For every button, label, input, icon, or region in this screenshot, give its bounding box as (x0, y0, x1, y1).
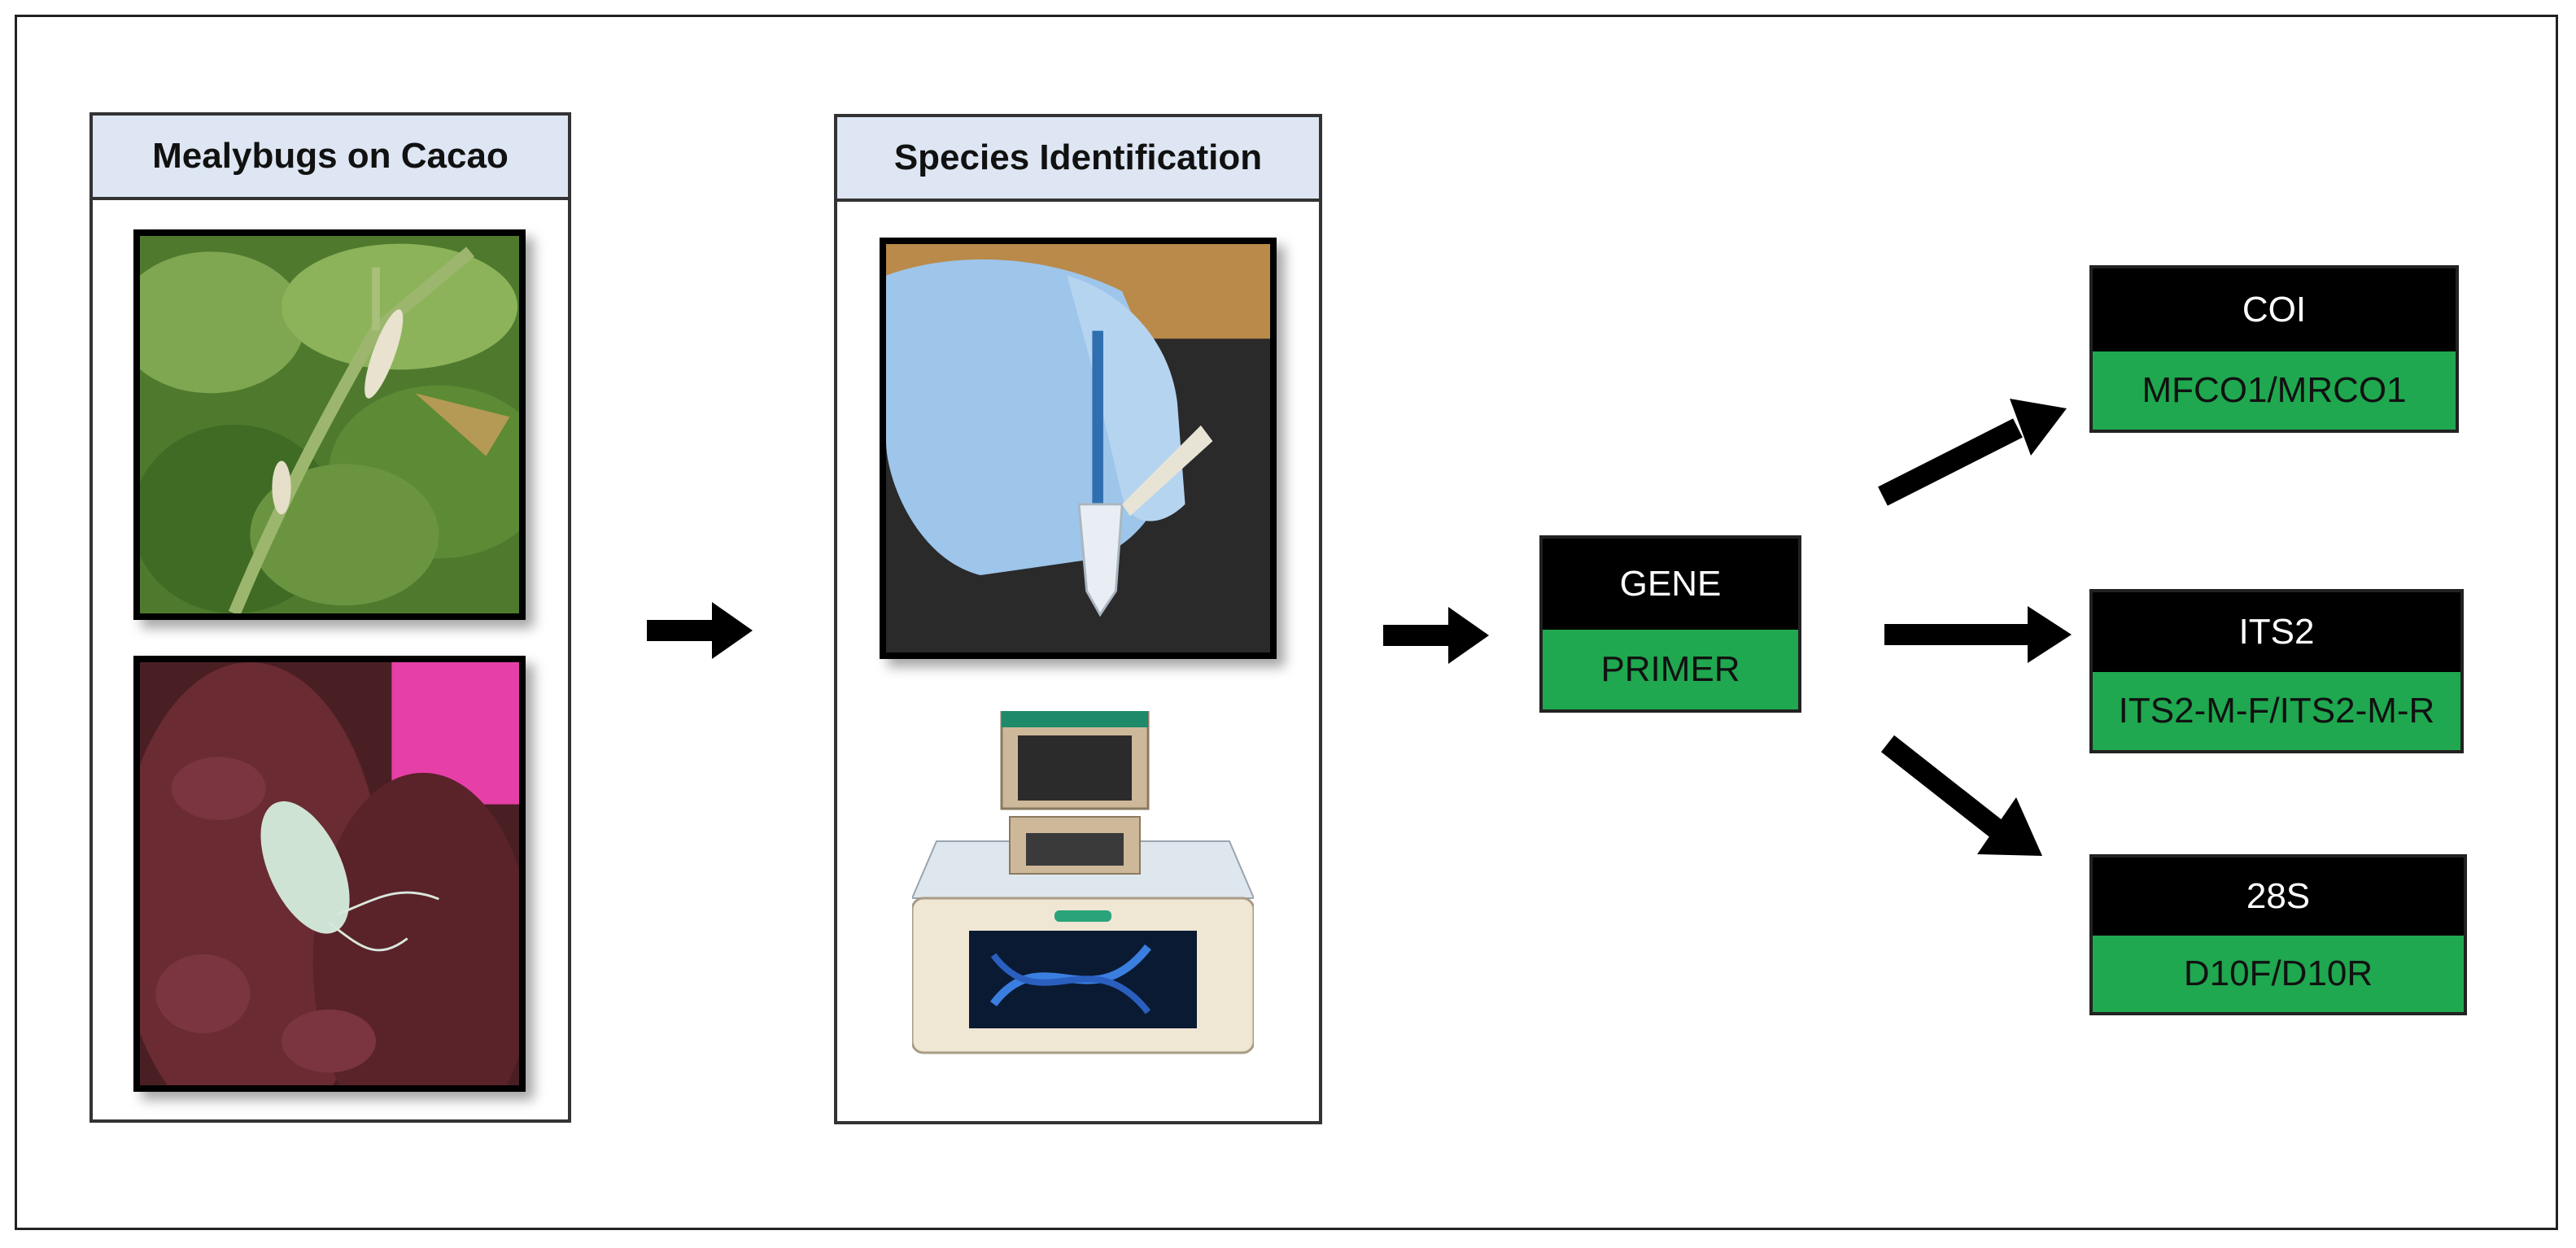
arrow-right-icon (647, 602, 753, 659)
target-box-28s: 28S D10F/D10R (2089, 854, 2467, 1015)
target-gene-label: COI (2093, 268, 2456, 351)
arrow-right-icon (1884, 606, 2072, 663)
target-gene-label: 28S (2093, 857, 2464, 936)
target-primer-label: D10F/D10R (2093, 936, 2464, 1012)
arrow-right-icon (1383, 607, 1489, 664)
thermocycler-image (910, 709, 1255, 1061)
gene-primer-box: GENE PRIMER (1539, 535, 1801, 713)
target-primer-label: MFCO1/MRCO1 (2093, 351, 2456, 430)
species-panel: Species Identification (834, 114, 1322, 1124)
target-gene-label: ITS2 (2093, 592, 2460, 672)
mealybugs-panel: Mealybugs on Cacao (90, 112, 571, 1123)
gene-label: GENE (1543, 539, 1798, 630)
target-box-coi: COI MFCO1/MRCO1 (2089, 265, 2459, 433)
arrow-down-right-icon (1880, 735, 2042, 856)
target-box-its2: ITS2 ITS2-M-F/ITS2-M-R (2089, 589, 2464, 753)
mealybugs-panel-title: Mealybugs on Cacao (93, 116, 568, 200)
arrow-up-right-icon (1878, 399, 2067, 506)
primer-label: PRIMER (1543, 630, 1798, 709)
cacao-leaves-photo (133, 229, 526, 620)
pcr-tube-photo (880, 238, 1277, 659)
mealybug-on-pod-photo (133, 656, 526, 1092)
species-panel-title: Species Identification (837, 117, 1319, 202)
target-primer-label: ITS2-M-F/ITS2-M-R (2093, 672, 2460, 750)
